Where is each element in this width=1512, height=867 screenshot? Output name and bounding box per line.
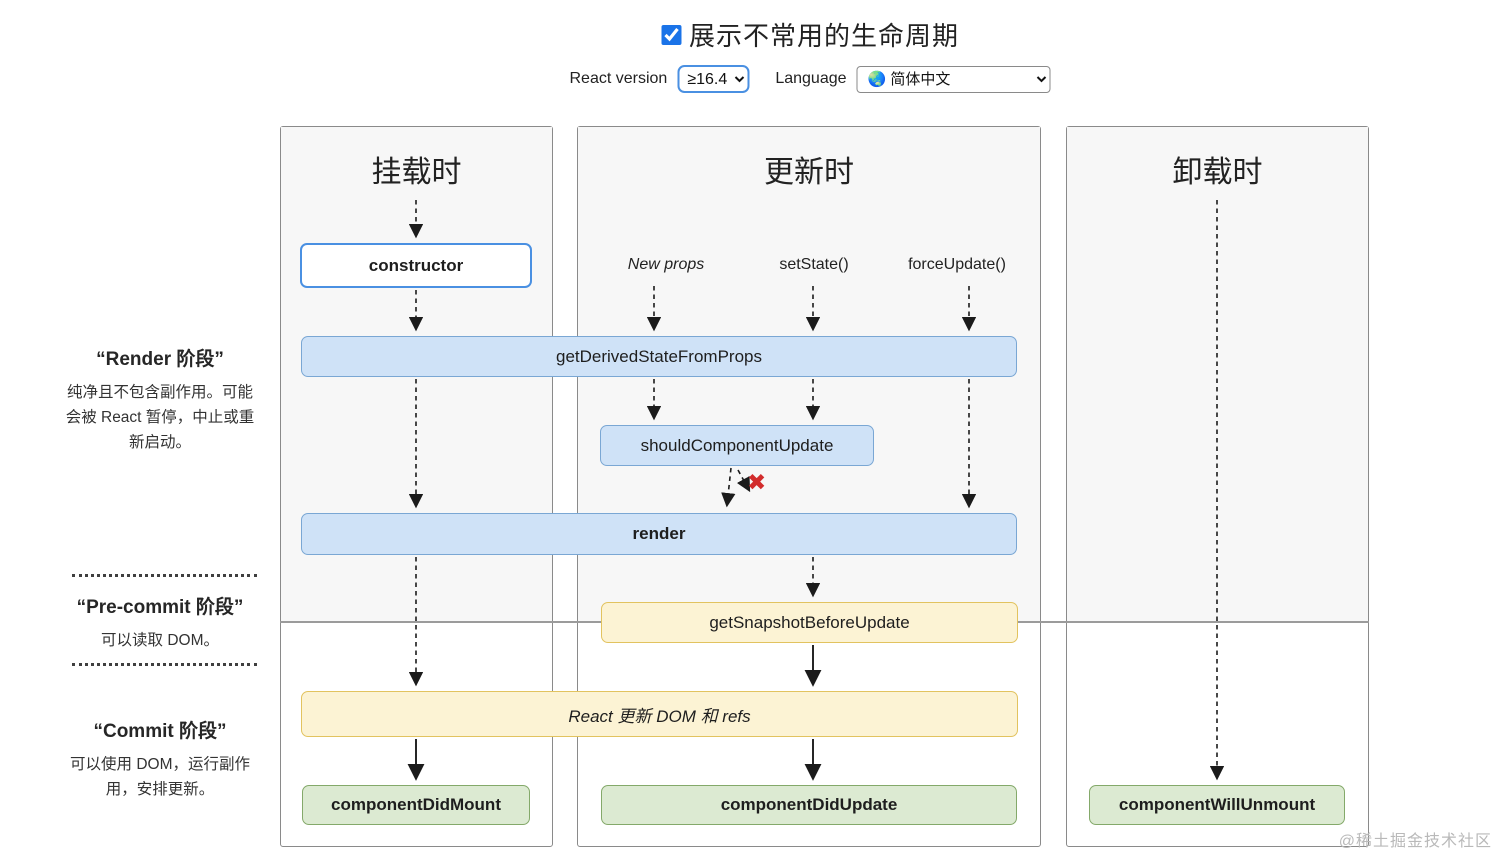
watermark: @稀土掘金技术社区 <box>1338 833 1492 850</box>
updating-column-title: 更新时 <box>764 156 854 189</box>
component-will-unmount-box[interactable]: componentWillUnmount <box>1089 785 1345 825</box>
set-state-label: setState() <box>779 256 849 273</box>
react-version-select[interactable]: ≥16.4 <box>677 65 750 93</box>
unmounting-column-title: 卸载时 <box>1172 156 1263 189</box>
mounting-column-title: 挂载时 <box>371 156 462 189</box>
component-did-update-box[interactable]: componentDidUpdate <box>601 785 1017 825</box>
title-row: 展示不常用的生命周期 <box>569 16 1050 53</box>
render-phase-title: “Render 阶段” <box>96 349 224 370</box>
unmounting-render-phase-area <box>1067 127 1368 621</box>
commit-phase-title: “Commit 阶段” <box>93 721 227 742</box>
language-select[interactable]: 🌏 简体中文 <box>856 65 1051 93</box>
react-version-label: React version <box>569 70 668 87</box>
constructor-box[interactable]: constructor <box>300 243 532 288</box>
page-title: 展示不常用的生命周期 <box>688 21 960 51</box>
component-did-mount-box[interactable]: componentDidMount <box>302 785 530 825</box>
force-update-label: forceUpdate() <box>908 256 1006 273</box>
unmounting-column: 卸载时 <box>1066 126 1369 847</box>
show-less-common-lifecycles-checkbox[interactable] <box>660 24 681 45</box>
get-snapshot-before-update-box[interactable]: getSnapshotBeforeUpdate <box>601 602 1018 643</box>
commit-phase-desc: 可以使用 DOM，运行副作用，安排更新。 <box>70 756 250 798</box>
updating-column: 更新时 <box>577 126 1041 847</box>
language-label: Language <box>775 70 847 87</box>
skip-render-x-icon: ✖ <box>747 469 767 495</box>
phase-divider <box>72 574 257 577</box>
react-updates-dom-box: React 更新 DOM 和 refs <box>301 691 1018 737</box>
new-props-label: New props <box>627 256 705 273</box>
mounting-column: 挂载时 <box>280 126 553 847</box>
get-derived-state-from-props-box[interactable]: getDerivedStateFromProps <box>301 336 1017 377</box>
render-box[interactable]: render <box>301 513 1017 555</box>
phase-divider <box>72 663 257 666</box>
should-component-update-box[interactable]: shouldComponentUpdate <box>600 425 874 466</box>
render-phase-desc: 纯净且不包含副作用。可能会被 React 暂停，中止或重新启动。 <box>65 384 255 451</box>
commit-phase-note: “Commit 阶段” 可以使用 DOM，运行副作用，安排更新。 <box>60 716 260 803</box>
pre-commit-phase-title: “Pre-commit 阶段” <box>76 597 244 618</box>
header: 展示不常用的生命周期 React version ≥16.4 Language … <box>569 0 1051 93</box>
render-phase-note: “Render 阶段” 纯净且不包含副作用。可能会被 React 暂停，中止或重… <box>60 344 260 455</box>
pre-commit-phase-desc: 可以读取 DOM。 <box>101 632 219 649</box>
pre-commit-phase-note: “Pre-commit 阶段” 可以读取 DOM。 <box>60 592 260 654</box>
controls-row: React version ≥16.4 Language 🌏 简体中文 <box>569 65 1051 93</box>
